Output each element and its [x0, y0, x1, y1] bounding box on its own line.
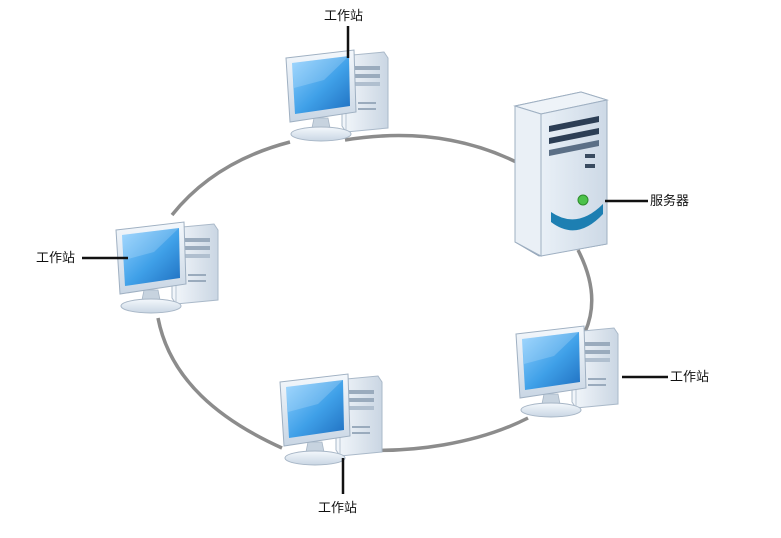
workstation-label: 工作站	[324, 9, 363, 24]
workstation-label: 工作站	[318, 501, 357, 516]
workstation-icon	[285, 49, 389, 142]
workstation-left: 工作站	[36, 221, 219, 314]
server-node: 服务器	[514, 91, 689, 257]
server-label: 服务器	[650, 193, 689, 209]
ring-link	[170, 140, 291, 217]
workstation-right: 工作站	[515, 325, 709, 418]
workstation-label: 工作站	[36, 251, 75, 266]
ring-link	[576, 249, 594, 333]
server-icon	[514, 91, 608, 257]
ring-link	[156, 317, 283, 450]
workstation-label: 工作站	[670, 370, 709, 385]
ring-link	[364, 416, 529, 453]
workstation-bottom: 工作站	[279, 373, 383, 516]
workstation-top: 工作站	[285, 9, 389, 142]
workstation-icon	[515, 325, 619, 418]
workstation-icon	[279, 373, 383, 466]
workstation-icon	[115, 221, 219, 314]
